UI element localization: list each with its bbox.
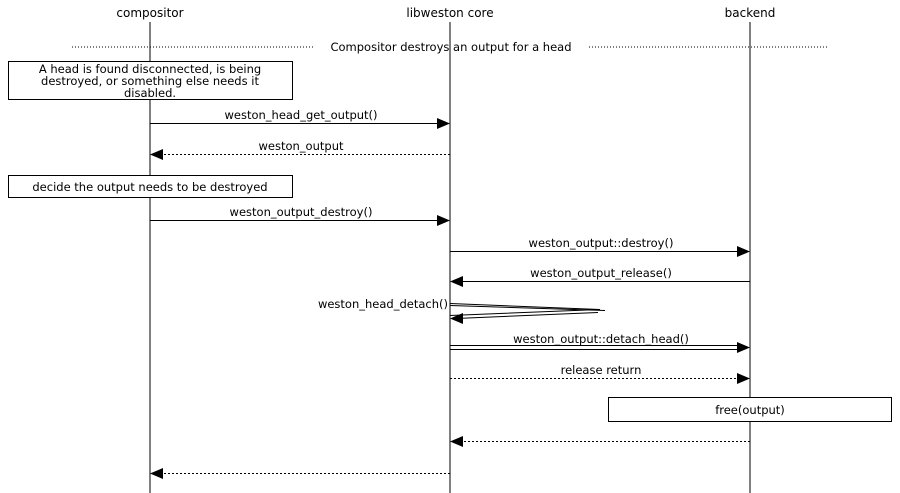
msg-weston-head-detach-label: weston_head_detach() <box>318 297 448 311</box>
msg-weston-output-detach-head-label: weston_output::detach_head() <box>513 332 689 346</box>
msg-weston-head-get-output: weston_head_get_output() <box>150 108 450 129</box>
actor-label-libweston-core: libweston core <box>406 6 493 20</box>
msg-weston-output-colon-destroy-label: weston_output::destroy() <box>529 236 674 250</box>
msg-weston-output-release-label: weston_output_release() <box>530 266 672 280</box>
note-free-output: free(output) <box>608 397 892 422</box>
msg-backend-return <box>450 436 750 447</box>
msg-weston-output-release: weston_output_release() <box>450 266 750 287</box>
note-decide-destroy: decide the output needs to be destroyed <box>8 175 293 198</box>
msg-weston-output-colon-destroy: weston_output::destroy() <box>450 236 750 257</box>
note-head-disconnected-box <box>8 61 293 100</box>
msg-weston-output-return-arrowhead <box>150 149 163 160</box>
msg-weston-output-destroy-label: weston_output_destroy() <box>230 205 373 219</box>
msg-release-return-arrowhead <box>737 373 750 384</box>
msg-backend-return-arrowhead <box>450 436 463 447</box>
actor-label-compositor: compositor <box>116 6 183 20</box>
msg-weston-output-destroy-arrowhead <box>437 215 450 226</box>
msg-weston-head-get-output-arrowhead <box>437 118 450 129</box>
msg-weston-output-release-arrowhead <box>450 276 463 287</box>
msg-weston-output-colon-destroy-arrowhead <box>737 246 750 257</box>
note-decide-destroy-line-1: decide the output needs to be destroyed <box>32 180 267 194</box>
note-decide-destroy-box <box>8 175 293 198</box>
note-head-disconnected-line-3: disabled. <box>124 86 176 100</box>
note-head-disconnected-line-1: A head is found disconnected, is being <box>39 62 261 76</box>
note-head-disconnected: A head is found disconnected, is being d… <box>8 61 293 100</box>
msg-weston-head-detach-loop <box>449 303 601 316</box>
note-free-output-box <box>608 397 892 422</box>
msg-weston-head-detach: weston_head_detach() <box>318 297 606 324</box>
msg-weston-head-detach-loop-lower <box>455 312 599 319</box>
note-head-disconnected-line-2: destroyed, or something else needs it <box>41 74 259 88</box>
msg-weston-output-destroy: weston_output_destroy() <box>150 205 450 226</box>
msg-release-return: release return <box>450 363 750 384</box>
actor-label-backend: backend <box>725 6 776 20</box>
msg-release-return-label: release return <box>561 363 642 377</box>
msg-weston-output-return: weston_output <box>150 139 450 160</box>
msg-weston-head-detach-loop-upper <box>449 305 606 311</box>
divider-label: Compositor destroys an output for a head <box>330 40 571 54</box>
msg-core-return-arrowhead <box>150 468 163 479</box>
msg-weston-output-detach-head-arrowhead <box>737 342 750 353</box>
actor-headers-group: compositor libweston core backend <box>116 6 775 20</box>
section-divider: Compositor destroys an output for a head <box>72 40 827 54</box>
msg-weston-output-return-label: weston_output <box>259 139 344 153</box>
note-free-output-line-1: free(output) <box>715 403 785 417</box>
msg-weston-head-detach-arrowhead <box>450 313 463 324</box>
msg-weston-head-get-output-label: weston_head_get_output() <box>224 108 377 122</box>
msg-core-return <box>150 468 450 479</box>
msg-weston-output-detach-head: weston_output::detach_head() <box>450 332 750 353</box>
